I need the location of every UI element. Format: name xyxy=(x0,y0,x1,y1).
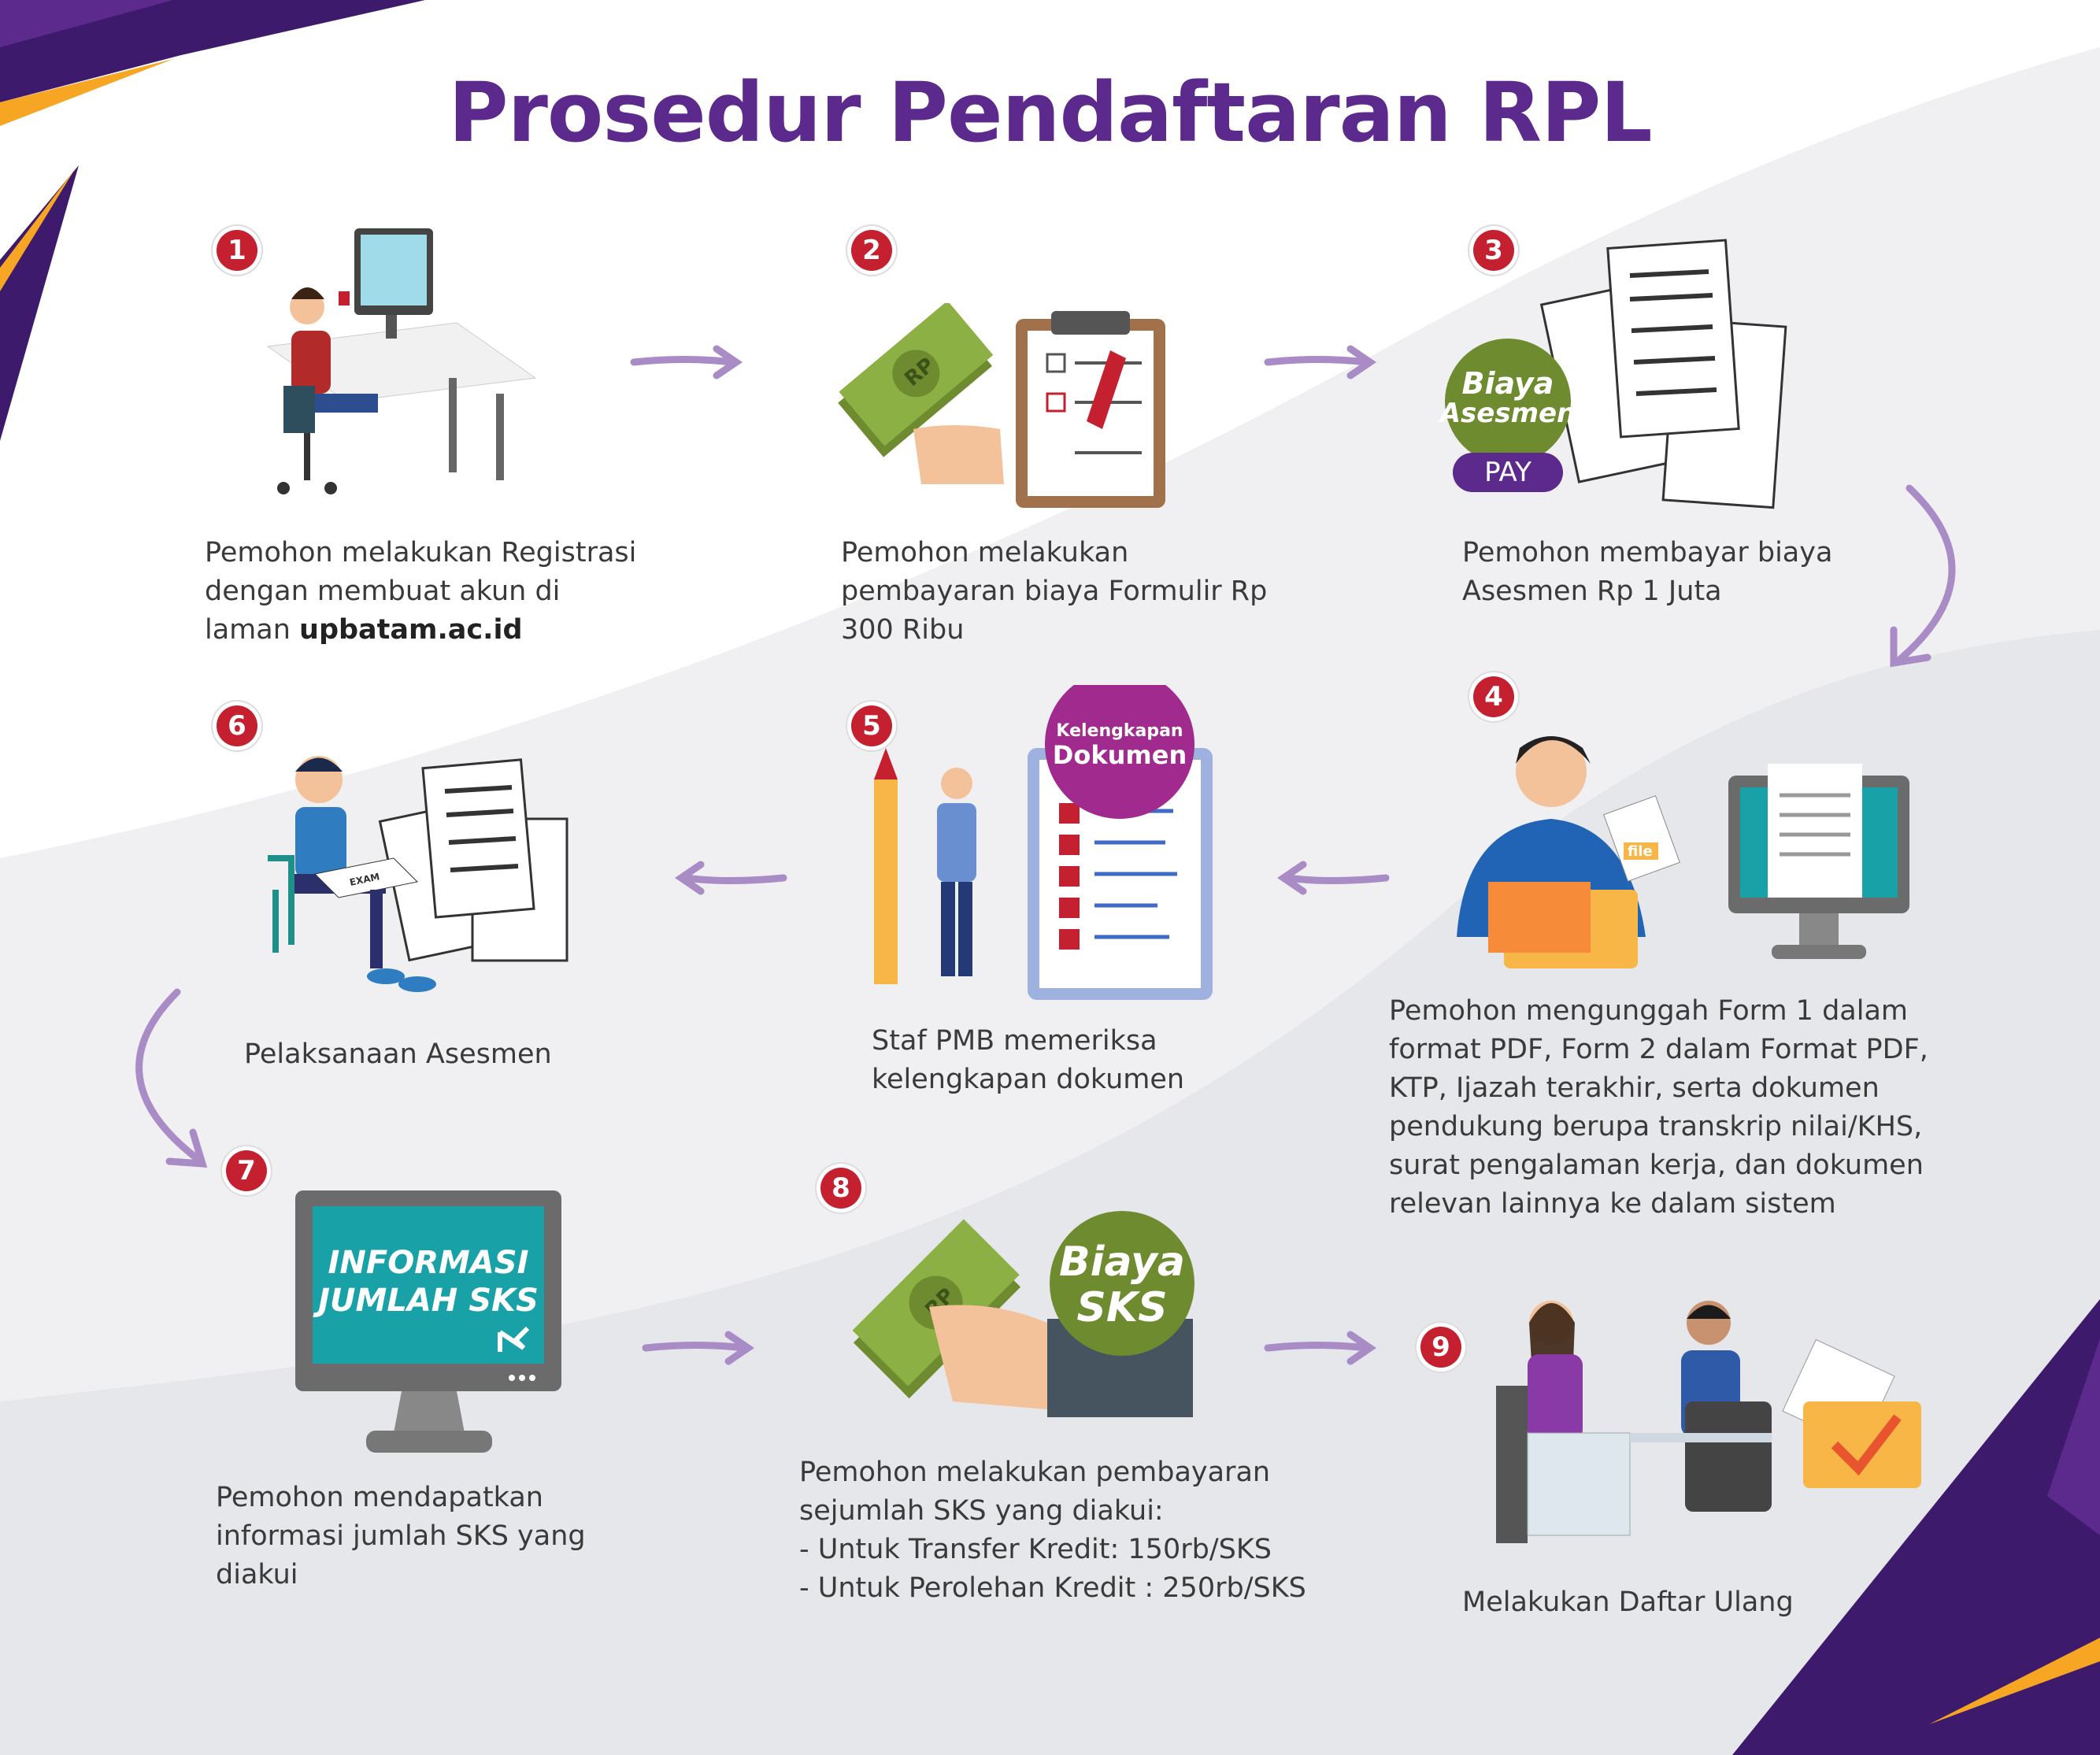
screen-line1: INFORMASI xyxy=(328,1245,529,1281)
step-8-line: - Untuk Perolehan Kredit : 250rb/SKS xyxy=(799,1572,1306,1604)
step-7-line: Pemohon mendapatkan xyxy=(216,1482,543,1513)
arrow-left-5-6 xyxy=(674,861,787,895)
form-payment-illustration: RP xyxy=(838,303,1165,508)
step-6-description: Pelaksanaan Asesmen xyxy=(244,1035,552,1074)
assessment-fee-illustration: Biaya Asesmen PAY xyxy=(1438,239,1787,509)
step-badge-3: 3 xyxy=(1473,230,1514,271)
step-4-line: surat pengalaman kerja, dan dokumen xyxy=(1389,1150,1924,1181)
step-3-line: Pemohon membayar biaya xyxy=(1462,537,1833,568)
assessment-exam-illustration: EXAM xyxy=(268,756,569,992)
pay-label: PAY xyxy=(1484,457,1531,488)
sks-payment-illustration: RP Biaya SKS xyxy=(852,1211,1194,1417)
arrow-right-2-3 xyxy=(1264,345,1377,380)
check-circle-line1: Kelengkapan xyxy=(1056,721,1183,741)
step-badge-6: 6 xyxy=(217,705,257,746)
step-5-line: Staf PMB memeriksa xyxy=(872,1025,1157,1057)
cursor-icon xyxy=(498,1326,530,1352)
check-circle-line2: Dokumen xyxy=(1053,740,1187,770)
registration-desk-illustration xyxy=(266,228,537,494)
arrow-right-1-2 xyxy=(630,345,743,380)
arrow-curve-6-7 xyxy=(135,988,208,1168)
step-8-line: Pemohon melakukan pembayaran xyxy=(799,1457,1271,1488)
step-8-line: - Untuk Transfer Kredit: 150rb/SKS xyxy=(799,1534,1272,1565)
step-badge-1: 1 xyxy=(217,230,257,271)
document-check-illustration: Kelengkapan Dokumen xyxy=(874,685,1213,1000)
arrow-right-8-9 xyxy=(1264,1331,1377,1365)
step-7-description: Pemohon mendapatkan informasi jumlah SKS… xyxy=(216,1479,586,1594)
sks-info-monitor-illustration: INFORMASI JUMLAH SKS xyxy=(295,1190,561,1453)
step-1-line: dengan membuat akun di xyxy=(205,576,561,607)
step-3-description: Pemohon membayar biaya Asesmen Rp 1 Juta xyxy=(1462,534,1832,611)
step-4-line: format PDF, Form 2 dalam Format PDF, xyxy=(1389,1034,1928,1065)
arrow-left-4-5 xyxy=(1276,861,1390,895)
step-badge-7: 7 xyxy=(226,1150,267,1191)
step-badge-5: 5 xyxy=(851,705,892,746)
step-3-line: Asesmen Rp 1 Juta xyxy=(1462,576,1722,607)
step-9-description: Melakukan Daftar Ulang xyxy=(1462,1583,1794,1622)
upload-documents-illustration: file xyxy=(1457,736,1909,968)
step-1-description: Pemohon melakukan Registrasi dengan memb… xyxy=(205,534,636,650)
step-8-line: sejumlah SKS yang diakui: xyxy=(799,1495,1164,1527)
sks-circle-line1: Biaya xyxy=(1059,1238,1185,1286)
website-link: upbatam.ac.id xyxy=(299,614,523,646)
step-2-description: Pemohon melakukan pembayaran biaya Formu… xyxy=(841,534,1267,650)
arrow-curve-3-4 xyxy=(1890,484,1956,668)
step-badge-2: 2 xyxy=(851,230,892,271)
step-1-line: Pemohon melakukan Registrasi xyxy=(205,537,637,568)
step-7-line: informasi jumlah SKS yang xyxy=(216,1520,586,1552)
fee-circle-line2: Asesmen xyxy=(1438,398,1576,429)
step-5-line: kelengkapan dokumen xyxy=(872,1064,1185,1095)
fee-circle-line1: Biaya xyxy=(1462,366,1554,401)
step-2-line: Pemohon melakukan xyxy=(841,537,1129,568)
step-7-line: diakui xyxy=(216,1559,298,1590)
step-2-line: pembayaran biaya Formulir Rp xyxy=(841,576,1268,607)
check-icon xyxy=(1831,1414,1902,1476)
step-4-description: Pemohon mengunggah Form 1 dalam format P… xyxy=(1389,992,1928,1224)
sks-circle-line2: SKS xyxy=(1076,1284,1167,1331)
step-badge-9: 9 xyxy=(1420,1327,1461,1368)
step-1-prefix: laman xyxy=(205,614,300,646)
step-4-line: Pemohon mengunggah Form 1 dalam xyxy=(1389,995,1909,1027)
step-8-description: Pemohon melakukan pembayaran sejumlah SK… xyxy=(799,1453,1306,1608)
step-4-line: pendukung berupa transkrip nilai/KHS, xyxy=(1389,1111,1923,1142)
arrow-right-7-8 xyxy=(642,1331,755,1365)
screen-line2: JUMLAH SKS xyxy=(313,1283,539,1319)
step-badge-8: 8 xyxy=(820,1168,861,1209)
step-4-line: KTP, Ijazah terakhir, serta dokumen xyxy=(1389,1072,1880,1104)
step-6-line: Pelaksanaan Asesmen xyxy=(244,1039,552,1070)
step-9-line: Melakukan Daftar Ulang xyxy=(1462,1587,1794,1618)
step-badge-4: 4 xyxy=(1473,676,1514,717)
re-registration-illustration xyxy=(1496,1301,1921,1543)
step-2-line: 300 Ribu xyxy=(841,614,965,646)
page-title: Prosedur Pendaftaran RPL xyxy=(448,65,1652,161)
step-5-description: Staf PMB memeriksa kelengkapan dokumen xyxy=(872,1022,1184,1099)
step-4-line: relevan lainnya ke dalam sistem xyxy=(1389,1188,1836,1220)
file-label: file xyxy=(1628,843,1653,860)
